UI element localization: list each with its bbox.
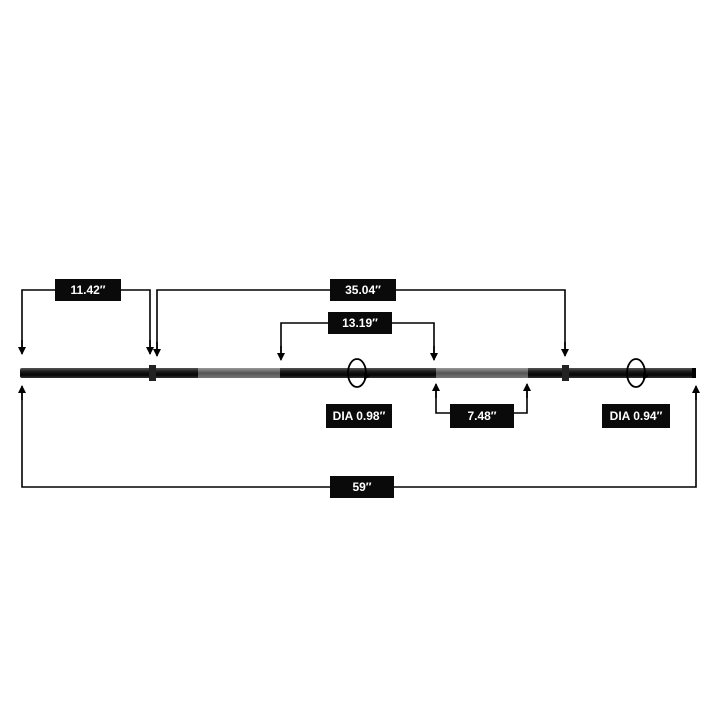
center-knurl [436,368,528,378]
rotation-arrow-center [347,358,370,388]
left-knurl [198,368,280,378]
right-collar [562,365,569,381]
label-collar-length: 11.42″ [55,279,121,301]
label-grip-span: 13.19″ [328,312,392,334]
label-inner-length: 35.04″ [330,279,396,301]
right-sleeve-end [692,368,696,378]
label-total-length: 59″ [330,476,394,498]
rotation-arrow-sleeve [626,358,649,388]
barbell [20,365,696,381]
dim-total-length [18,385,700,488]
label-sleeve-diameter: DIA 0.94″ [602,404,670,428]
label-knurl-length: 7.48″ [450,404,514,428]
label-shaft-diameter: DIA 0.98″ [326,404,392,428]
left-collar [149,365,156,381]
barbell-shaft [20,368,696,378]
